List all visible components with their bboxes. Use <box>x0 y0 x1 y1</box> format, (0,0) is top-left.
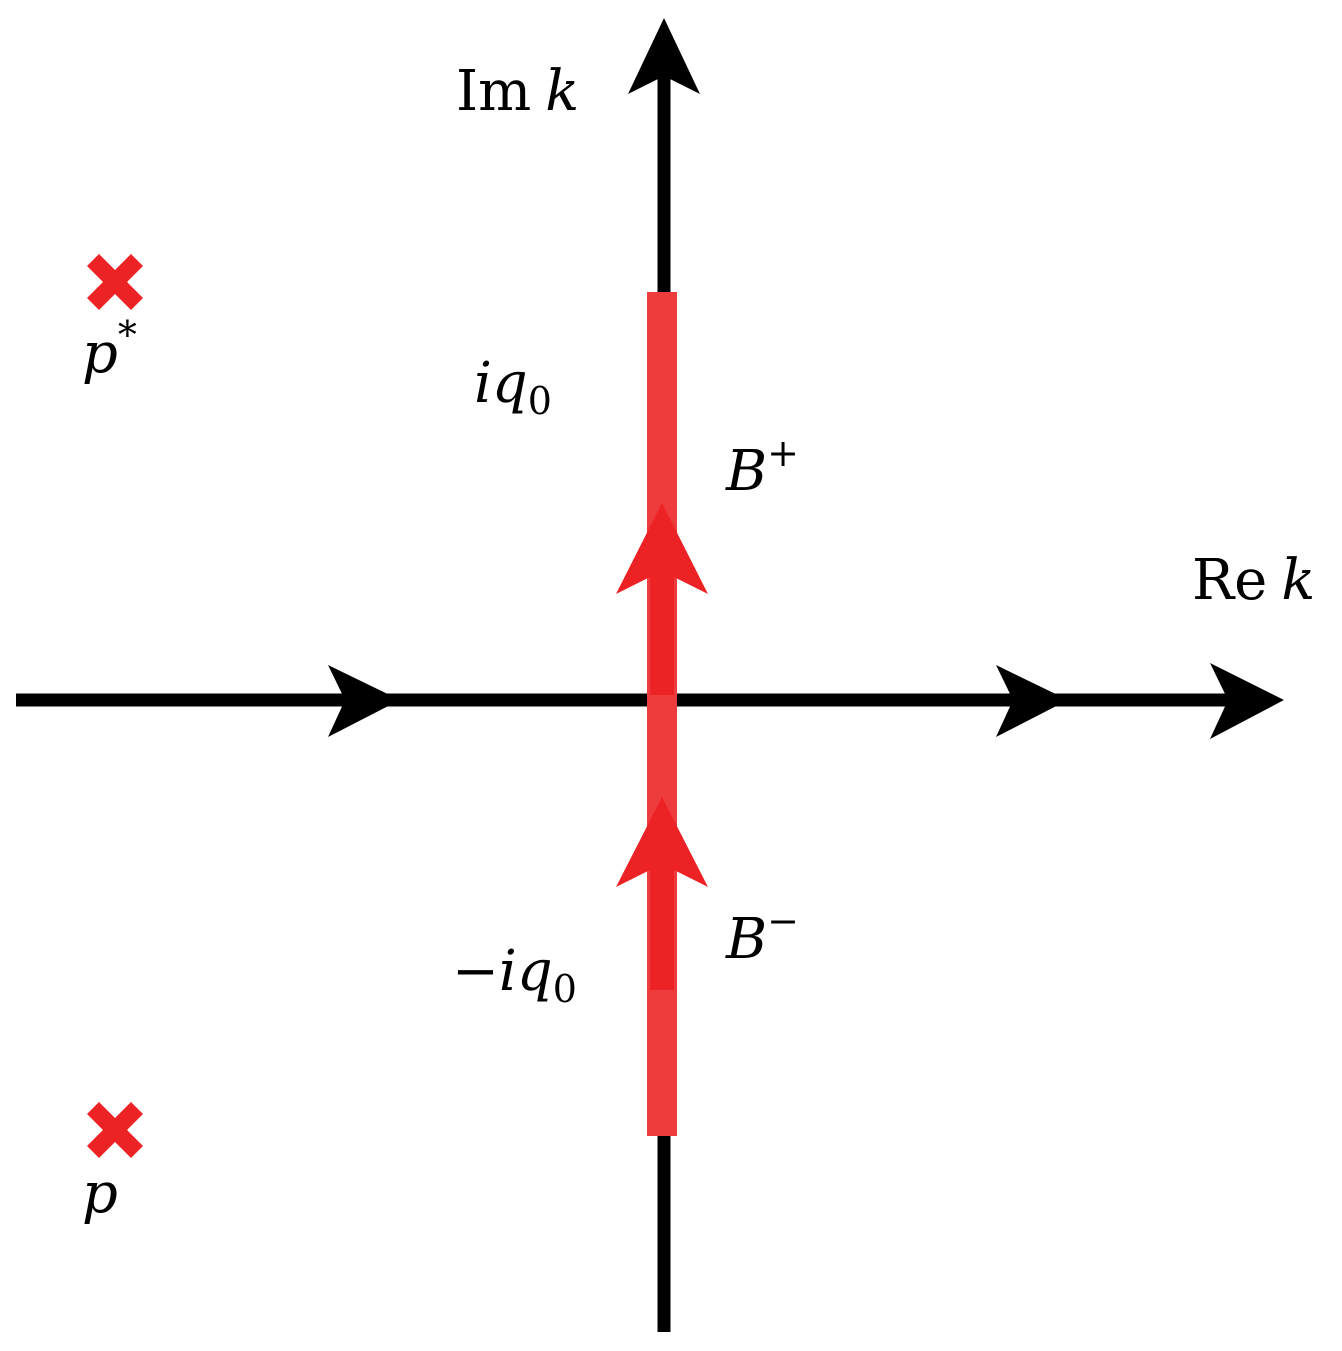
x-mark-icon <box>86 1101 144 1159</box>
branch-cut-lower-arrow-shaft <box>650 855 674 990</box>
x-mark-icon <box>86 253 144 311</box>
pole-label-p: p <box>82 1161 118 1226</box>
upper-branch-point-label: iq0 <box>474 351 552 423</box>
branch-cut <box>616 292 708 1136</box>
lower-branch-point-label: −iq0 <box>452 939 577 1011</box>
contour-label-b-minus: B− <box>725 899 799 972</box>
branch-cut-upper-arrow-shaft <box>650 560 674 695</box>
real-axis-arrowhead <box>1210 663 1284 739</box>
real-axis-flow-arrowhead-right <box>996 665 1068 737</box>
branch-cut-upper-arrowhead <box>616 503 708 594</box>
branch-cut-lower-arrowhead <box>616 797 708 887</box>
real-axis-flow-arrowhead-left <box>328 665 400 737</box>
contour-label-b-plus: B+ <box>725 431 799 504</box>
real-axis <box>16 663 1284 739</box>
branch-cut-segment <box>647 292 677 1136</box>
imaginary-axis-arrowhead <box>628 18 700 94</box>
pole-label-p-star: p* <box>82 313 137 386</box>
